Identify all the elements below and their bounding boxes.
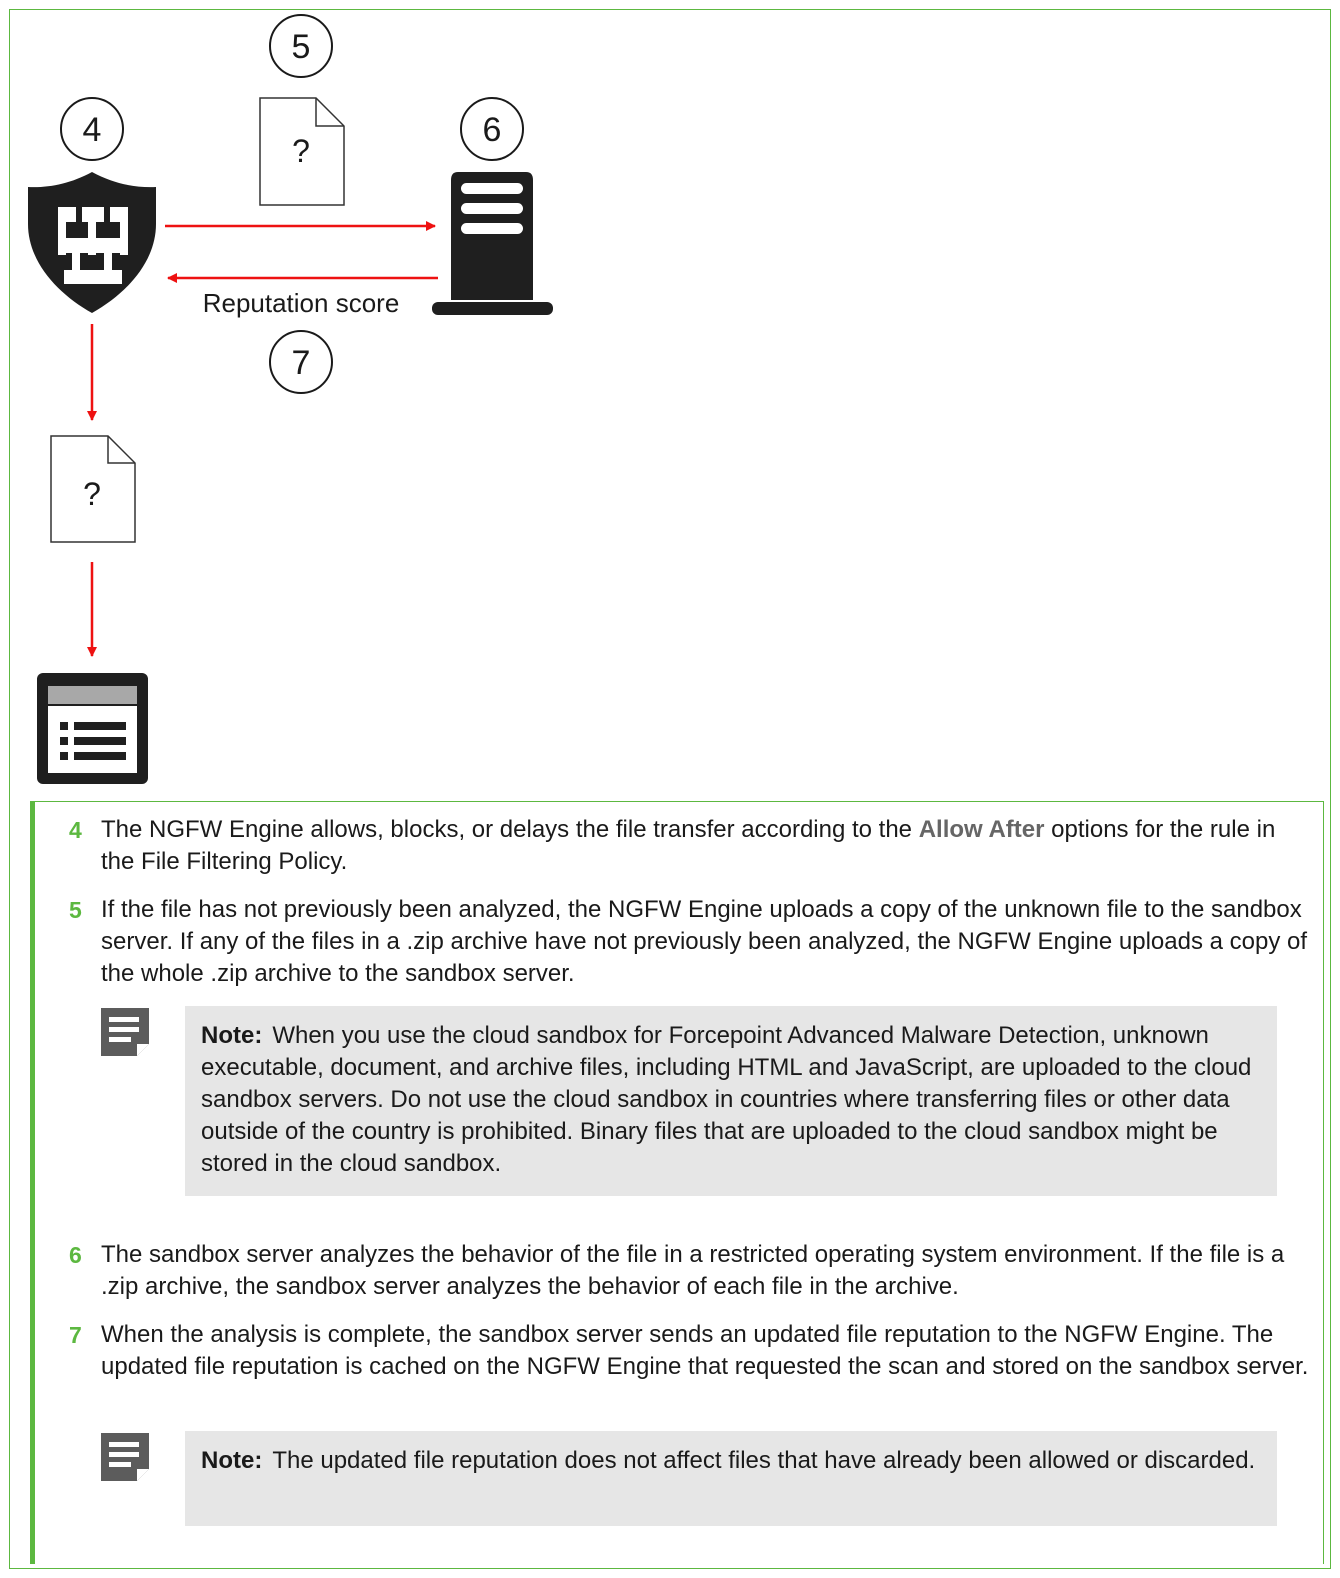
step-text: When the analysis is complete, the sandb…: [101, 1321, 1309, 1380]
allow-after-term: Allow After: [918, 816, 1045, 843]
step-text: If the file has not previously been anal…: [101, 896, 1307, 987]
svg-text:5: 5: [292, 28, 311, 66]
step-text: The sandbox server analyzes the behavior…: [101, 1241, 1285, 1300]
svg-text:7: 7: [292, 344, 311, 382]
step-marker-6: 6: [460, 97, 524, 161]
content-frame: [9, 9, 1331, 1569]
step-marker-5: 5: [269, 14, 333, 78]
step-number: 6: [69, 1242, 82, 1268]
note-text: When you use the cloud sandbox for Force…: [201, 1022, 1252, 1177]
svg-text:6: 6: [483, 111, 502, 149]
reputation-score-label: Reputation score: [203, 288, 400, 318]
note-text: The updated file reputation does not aff…: [272, 1447, 1256, 1474]
steps-section: 4 The NGFW Engine allows, blocks, or del…: [30, 801, 1324, 1564]
sandbox-server-icon: [432, 172, 553, 315]
log-list-icon: [37, 673, 148, 784]
svg-text:4: 4: [83, 111, 102, 149]
note-label: Note:: [201, 1447, 263, 1474]
unknown-file-upload-icon: ?: [259, 97, 345, 206]
note-box: Note: The updated file reputation does no…: [185, 1431, 1277, 1526]
unknown-file-icon: ?: [50, 435, 136, 543]
firewall-shield-icon: [28, 172, 156, 313]
step-text: The NGFW Engine allows, blocks, or delay…: [101, 816, 1276, 875]
svg-text:?: ?: [292, 133, 310, 169]
note-icon: [101, 1433, 149, 1481]
step-marker-7: 7: [269, 330, 333, 394]
step-number: 5: [69, 897, 82, 923]
step-number: 4: [69, 817, 82, 843]
note-icon: [101, 1008, 149, 1056]
note-box: Note:When you use the cloud sandbox for …: [185, 1006, 1277, 1196]
step-marker-4: 4: [60, 97, 124, 161]
svg-text:?: ?: [83, 476, 101, 512]
sandbox-flow-diagram: 5 4 6 7 ?: [28, 14, 553, 784]
note-label: Note:: [201, 1022, 263, 1049]
step-number: 7: [69, 1322, 82, 1348]
